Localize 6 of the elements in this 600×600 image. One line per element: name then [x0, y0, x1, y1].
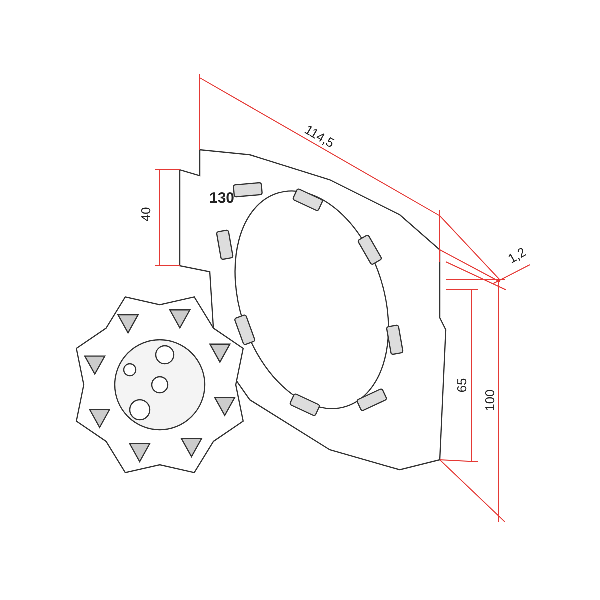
part-number: 130: [210, 190, 235, 206]
dimension-label: 65: [454, 378, 470, 392]
dimension-label: 100: [482, 389, 498, 411]
dimension-label: 40: [138, 206, 154, 222]
dimension-label: 1,2: [505, 244, 529, 266]
dimension-label: 114,5: [302, 122, 338, 150]
